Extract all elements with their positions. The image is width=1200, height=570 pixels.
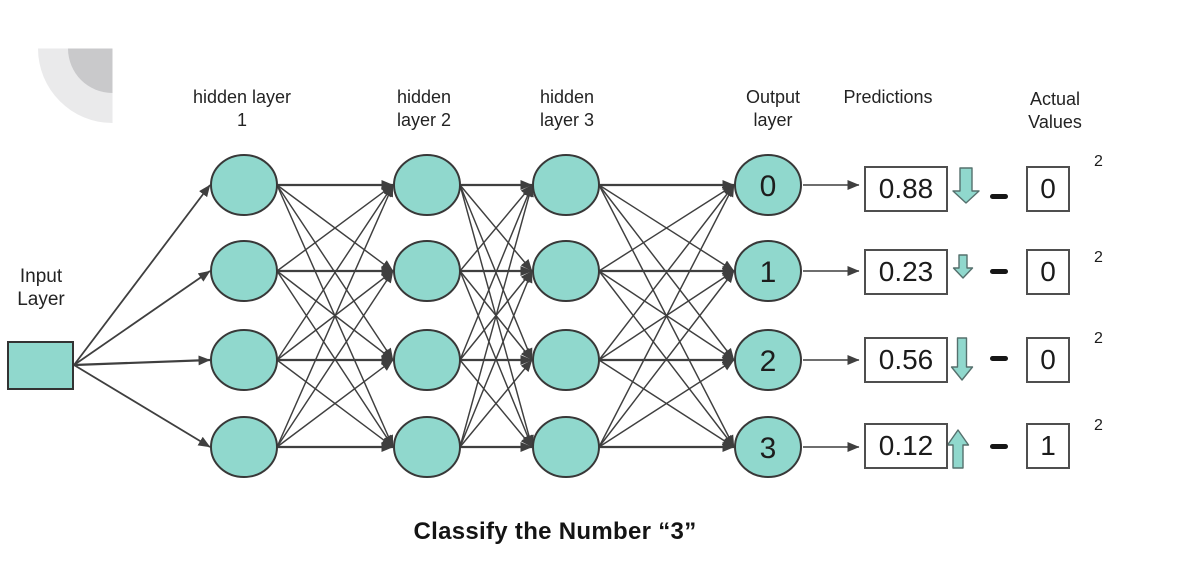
actual-value: 0 bbox=[1040, 256, 1056, 287]
hidden-layer-1-label-line2: 1 bbox=[236, 110, 248, 130]
hidden1-node bbox=[210, 154, 278, 216]
prediction-value: 0.88 bbox=[878, 173, 934, 204]
output-node bbox=[734, 240, 802, 302]
input-layer-label-line1: Input bbox=[19, 266, 63, 287]
hidden-layer-3-label: hidden layer 3 bbox=[540, 86, 594, 132]
hidden3-node bbox=[532, 416, 600, 478]
prediction-value: 0.23 bbox=[878, 256, 934, 287]
edge-line bbox=[598, 184, 735, 448]
hidden-layer-2-label-line1: hidden bbox=[396, 87, 452, 107]
hidden-layer-1-label: hidden layer 1 bbox=[193, 86, 291, 132]
down-arrow-icon bbox=[950, 337, 974, 381]
output-layer-label-line1: Output bbox=[745, 87, 801, 107]
hidden2-node bbox=[393, 154, 461, 216]
squared-exponent-text: 2 bbox=[1094, 249, 1103, 266]
actual-value: 1 bbox=[1040, 430, 1056, 461]
output-node bbox=[734, 154, 802, 216]
squared-exponent-text: 2 bbox=[1094, 417, 1103, 434]
actual-value-box: 0 bbox=[1026, 166, 1070, 212]
prediction-box: 0.88 bbox=[864, 166, 948, 212]
output-node-label: 2 bbox=[760, 345, 777, 378]
edge-line bbox=[276, 270, 394, 448]
hidden3-node bbox=[532, 329, 600, 391]
edge-line bbox=[598, 359, 735, 448]
input-layer-label: Input Layer bbox=[17, 265, 65, 311]
hidden3-node bbox=[532, 240, 600, 302]
edge-line bbox=[598, 270, 735, 448]
edge-line bbox=[276, 184, 394, 272]
actual-values-label: Actual Values bbox=[1028, 88, 1082, 134]
output-node bbox=[734, 329, 802, 391]
output-node-label: 0 bbox=[760, 170, 777, 203]
edge-line bbox=[459, 359, 533, 448]
down-arrow-icon bbox=[952, 167, 980, 204]
actual-value-box: 1 bbox=[1026, 423, 1070, 469]
input-edge-line bbox=[73, 364, 211, 448]
squared-exponent-text: 2 bbox=[1094, 330, 1103, 347]
hidden1-node bbox=[210, 240, 278, 302]
hidden1-node bbox=[210, 416, 278, 478]
actual-values-label-line2: Values bbox=[1028, 112, 1082, 132]
squared-exponent: 2 bbox=[1094, 417, 1103, 435]
input-edge-line bbox=[73, 355, 211, 367]
input-layer-label-line2: Layer bbox=[17, 289, 65, 310]
actual-value: 0 bbox=[1040, 173, 1056, 204]
edge-line bbox=[459, 184, 533, 272]
squared-exponent-text: 2 bbox=[1094, 153, 1103, 170]
edge-line bbox=[598, 184, 735, 272]
output-node-label: 1 bbox=[760, 256, 777, 289]
actual-value-box: 0 bbox=[1026, 249, 1070, 295]
edge-line bbox=[459, 270, 533, 448]
hidden-layer-2-label-line2: layer 2 bbox=[396, 110, 452, 130]
output-layer-label: Output layer bbox=[746, 86, 800, 132]
minus-operator: − bbox=[990, 443, 1008, 449]
input-node bbox=[7, 341, 74, 390]
minus-operator: − bbox=[990, 268, 1008, 274]
actual-value-box: 0 bbox=[1026, 337, 1070, 383]
hidden-layer-2-label: hidden layer 2 bbox=[397, 86, 451, 132]
actual-values-label-line1: Actual bbox=[1029, 89, 1081, 109]
diagram-title: Classify the Number “3” bbox=[413, 518, 697, 545]
actual-value: 0 bbox=[1040, 344, 1056, 375]
input-edge-line bbox=[73, 184, 211, 366]
output-node bbox=[734, 416, 802, 478]
minus-operator: − bbox=[990, 193, 1008, 199]
prediction-value: 0.56 bbox=[878, 344, 934, 375]
prediction-box: 0.56 bbox=[864, 337, 948, 383]
edge-line bbox=[459, 184, 534, 448]
minus-operator: − bbox=[990, 355, 1008, 361]
squared-exponent: 2 bbox=[1094, 330, 1103, 348]
hidden2-node bbox=[393, 329, 461, 391]
corner-decoration-inner-icon bbox=[68, 48, 113, 93]
output-node-label: 3 bbox=[760, 432, 777, 465]
edge-line bbox=[276, 359, 394, 448]
hidden-layer-1-label-line1: hidden layer bbox=[192, 87, 292, 107]
predictions-label: Predictions bbox=[843, 86, 932, 109]
prediction-box: 0.23 bbox=[864, 249, 948, 295]
hidden-layer-3-label-line2: layer 3 bbox=[539, 110, 595, 130]
up-arrow-icon bbox=[946, 429, 970, 469]
hidden2-node bbox=[393, 416, 461, 478]
hidden-layer-3-label-line1: hidden bbox=[539, 87, 595, 107]
hidden3-node bbox=[532, 154, 600, 216]
edge-line bbox=[276, 184, 394, 448]
hidden2-node bbox=[393, 240, 461, 302]
prediction-value: 0.12 bbox=[878, 430, 934, 461]
input-edge-line bbox=[73, 270, 211, 366]
predictions-label-text: Predictions bbox=[843, 87, 933, 107]
squared-exponent: 2 bbox=[1094, 249, 1103, 267]
hidden1-node bbox=[210, 329, 278, 391]
squared-exponent: 2 bbox=[1094, 153, 1103, 171]
edge-line bbox=[276, 184, 394, 361]
down-arrow-icon bbox=[952, 254, 974, 279]
prediction-box: 0.12 bbox=[864, 423, 948, 469]
output-layer-label-line2: layer bbox=[753, 110, 793, 130]
edge-line bbox=[598, 184, 735, 361]
edge-line bbox=[459, 184, 533, 361]
